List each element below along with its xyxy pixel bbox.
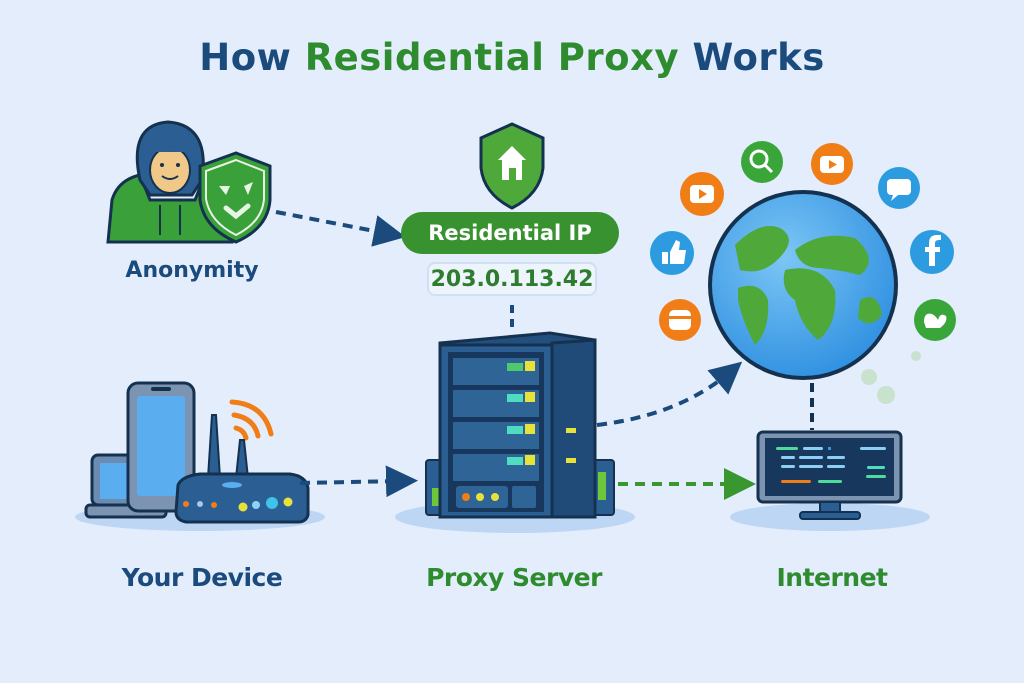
server-unit <box>453 358 539 385</box>
like-icon <box>650 231 694 275</box>
router-icon <box>174 414 310 524</box>
youtube-icon <box>811 143 853 185</box>
search-icon <box>741 141 783 183</box>
server-rack-icon <box>425 331 615 519</box>
shield-home-icon <box>479 122 545 210</box>
smartphone-icon <box>126 381 196 513</box>
server-unit <box>453 454 539 481</box>
anonymity-label: Anonymity <box>125 258 259 283</box>
title-part-how: How <box>199 36 305 79</box>
server-unit <box>453 390 539 417</box>
chat-icon <box>878 167 920 209</box>
node-label-internet: Internet <box>776 563 888 592</box>
globe-icon <box>708 190 898 380</box>
arrow-anonymity-to-ip <box>275 210 406 247</box>
decorative-bubbles <box>861 351 921 404</box>
title-part-residential-proxy: Residential Proxy <box>304 36 680 79</box>
ip-address: 203.0.113.42 <box>427 262 597 296</box>
youtube-icon <box>680 172 724 216</box>
arrow-server-to-globe <box>596 361 743 427</box>
wifi-icon <box>229 399 274 441</box>
heart-mail-icon <box>914 299 956 341</box>
card-icon <box>659 299 701 341</box>
title-part-works: Works <box>679 36 825 79</box>
monitor-icon <box>756 430 903 520</box>
shield-icon <box>198 151 272 244</box>
node-label-your-device: Your Device <box>121 563 283 592</box>
diagram-title: How Residential Proxy Works <box>0 36 1024 79</box>
server-unit <box>453 422 539 449</box>
node-label-proxy-server: Proxy Server <box>426 563 602 592</box>
residential-ip-badge: Residential IP <box>401 212 619 254</box>
arrow-device-to-server <box>299 465 418 498</box>
facebook-icon <box>910 230 954 274</box>
